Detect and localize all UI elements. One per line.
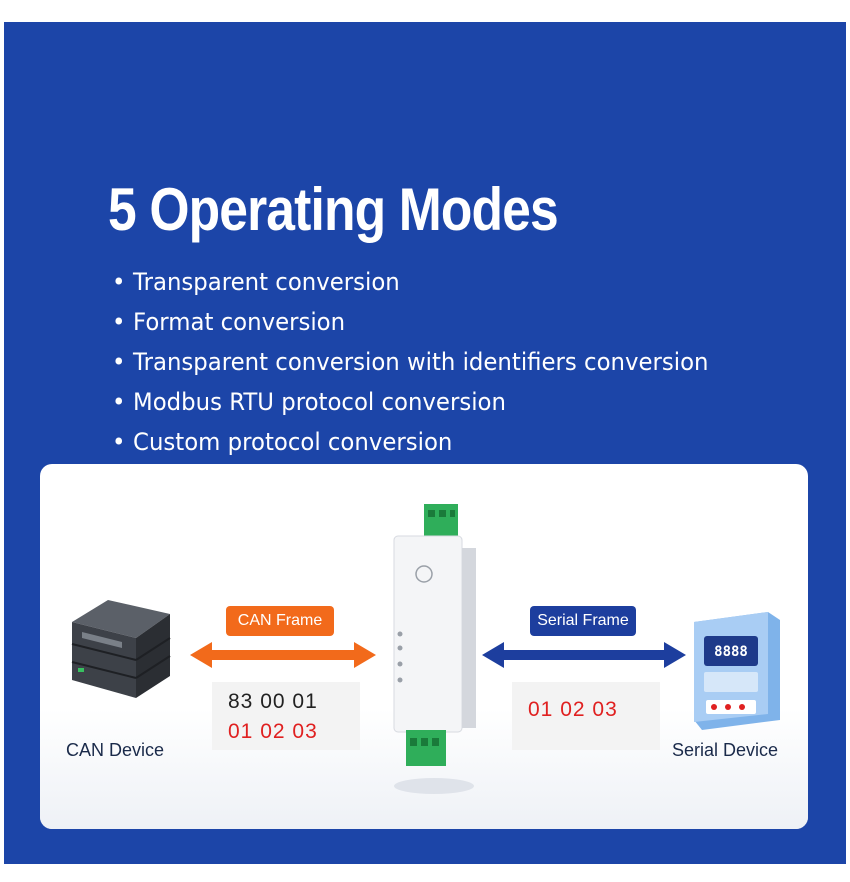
- can-hex-row-data: 01 02 03: [228, 720, 318, 743]
- serial-device-label: Serial Device: [672, 740, 779, 760]
- converter-module-icon: [393, 504, 476, 794]
- serial-data-box: 01 02 03: [512, 682, 660, 750]
- can-data-box: 83 00 01 01 02 03: [212, 682, 360, 750]
- mode-item-custom: Custom protocol conversion: [112, 422, 708, 462]
- serial-arrow-icon: [482, 642, 686, 668]
- can-hex-row-id: 83 00 01: [228, 690, 318, 713]
- serial-hex-row: 01 02 03: [528, 698, 618, 721]
- mode-item-transparent: Transparent conversion: [112, 262, 708, 302]
- mode-item-identifiers: Transparent conversion with identifiers …: [112, 342, 708, 382]
- serial-device-icon: [694, 612, 780, 730]
- modes-list: Transparent conversion Format conversion…: [112, 262, 740, 462]
- mode-item-format: Format conversion: [112, 302, 708, 342]
- serial-device-display: 8888: [714, 644, 748, 660]
- conversion-diagram: CAN Device CAN Frame 83 00 01 01 02 03 S…: [40, 464, 808, 829]
- can-arrow-icon: [190, 642, 376, 668]
- can-frame-badge: CAN Frame: [226, 606, 334, 636]
- page-title: 5 Operating Modes: [108, 176, 559, 243]
- can-device-label: CAN Device: [66, 740, 165, 760]
- mode-item-modbus: Modbus RTU protocol conversion: [112, 382, 708, 422]
- serial-frame-badge: Serial Frame: [530, 606, 636, 636]
- can-device-icon: [71, 600, 171, 698]
